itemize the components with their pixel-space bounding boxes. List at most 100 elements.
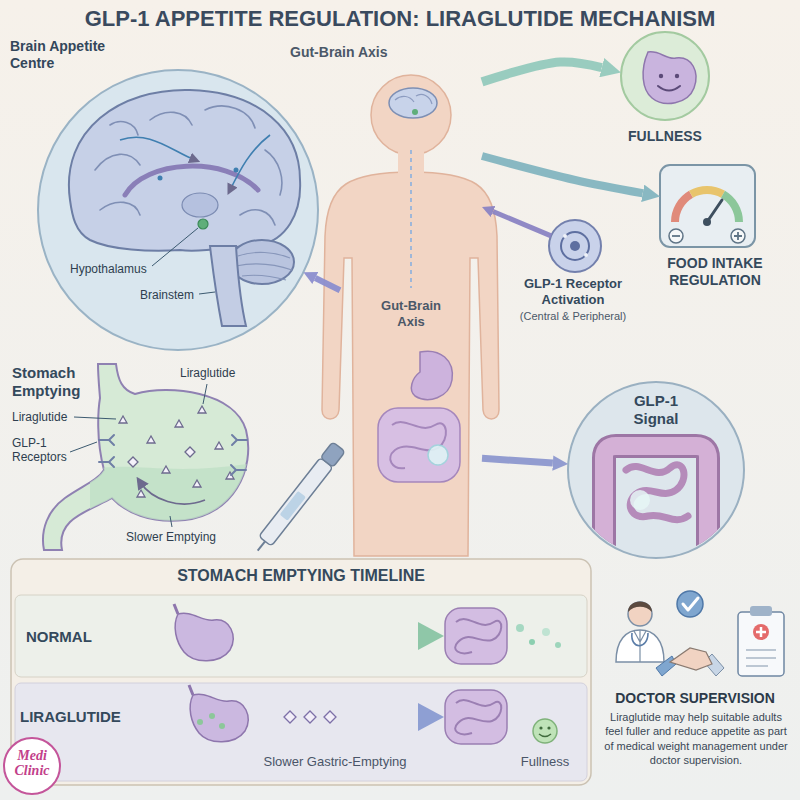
doctor-icons-part [677, 591, 703, 617]
appetite-gauge-part [672, 235, 680, 237]
brain-illustration-part [69, 90, 300, 251]
brain-illustration-part [236, 252, 292, 280]
part-label-box: Hypothalamus [70, 262, 160, 276]
timeline-band: LIRAGLUTIDE Slower Gastric-Emptying Fullne… [14, 682, 588, 782]
doctor-icons-part [670, 648, 712, 670]
section-heading: DOCTOR SUPERVISION [596, 690, 794, 707]
brain-circle: Brain Appetite Centre [8, 36, 326, 354]
timeline-panel-text-box: STOMACH EMPTYING TIMELINE [10, 566, 592, 585]
timeline-normal-row-part [516, 624, 524, 632]
receptor-circle-text: (Central & Peripheral) [506, 310, 640, 323]
timeline-liraglutide-row-part [284, 711, 336, 723]
timeline-band-outline [14, 594, 588, 678]
appetite-gauge-part [669, 229, 683, 243]
brain-illustration-part [182, 193, 218, 217]
doctor-icons-part [628, 602, 652, 626]
doctor-icons-part [746, 650, 776, 666]
note-text-box: Liraglutide may help suitable adults fee… [600, 710, 792, 767]
connector-arrow [482, 458, 553, 463]
timeline-liraglutide-row-part [455, 700, 501, 734]
timeline-liraglutide-row-part [539, 734, 551, 737]
brain-illustration-part-part [95, 154, 140, 170]
injection-pen-part [280, 491, 306, 521]
timeline-liraglutide-row-part [445, 690, 507, 744]
timeline-normal-row-part [555, 642, 561, 648]
doctor-icons-part [738, 612, 784, 676]
fullness-icon-text: FULLNESS [610, 128, 720, 145]
brain-illustration-part-part [265, 150, 282, 195]
fullness-stomach-icon [643, 52, 696, 104]
timeline-panel: STOMACH EMPTYING TIMELINE NORMAL LIRAGLUTI… [10, 558, 592, 786]
brain-illustration-part-part [205, 106, 255, 128]
signal-circle: GLP-1 Signal [566, 380, 746, 560]
timeline-band-text: NORMAL [26, 628, 116, 646]
doctor-icons-part [628, 602, 652, 613]
timeline-band-text-box: Fullness [510, 754, 580, 770]
brain-illustration-part-part [236, 264, 292, 270]
fullness-icon: FULLNESS [610, 28, 720, 153]
drug-label-box: Liraglutide [180, 366, 252, 380]
stomach-shape-text-box: Stomach Emptying [12, 364, 92, 400]
receptor-label: GLP-1 Receptors [12, 436, 84, 465]
doctor-icons-part [756, 627, 766, 637]
doctor-icons-part [753, 624, 769, 640]
timeline-band-text-box: NORMAL [26, 628, 116, 646]
timeline-band-text: Slower Gastric-Emptying [240, 754, 430, 770]
brain-illustration-part [158, 176, 163, 181]
body-figure-outline-part [322, 172, 499, 556]
timeline-band-outline-part [15, 683, 587, 781]
brain-illustration-part [230, 240, 294, 284]
appetite-gauge-part [703, 218, 711, 226]
drug-label: Liraglutide [12, 410, 88, 424]
timeline-liraglutide-row-part [219, 723, 225, 729]
connector-arrow [482, 156, 643, 193]
brain-illustration-part [95, 106, 282, 225]
receptor-icon-part [584, 253, 588, 257]
injection-pen-part [258, 541, 265, 550]
stomach-contents-part-part [90, 462, 260, 560]
stomach-contents-part-part [231, 465, 246, 475]
brain-circle-text-box: Brain Appetite Centre [10, 38, 122, 72]
timeline-liraglutide-row-part [539, 726, 542, 729]
stomach-contents-part [90, 462, 260, 560]
body-figure: Gut-Brain Axis [340, 70, 482, 556]
food-intake-gauge-text-box: FOOD INTAKE REGULATION [640, 255, 790, 289]
timeline-normal-row-part [542, 628, 550, 636]
brain-illustration-part [234, 168, 239, 173]
timeline-normal-row-part [110, 629, 420, 643]
note-text: Liraglutide may help suitable adults fee… [600, 710, 792, 767]
timeline-band-text-box: Slower Gastric-Emptying [240, 754, 430, 770]
timeline-band-text-box: LIRAGLUTIDE [20, 708, 144, 726]
body-figure-text-box: Gut-Brain Axis [369, 298, 453, 329]
brain-illustration-part [125, 166, 258, 195]
part-label-box: Brainstem [140, 288, 210, 302]
timeline-normal-row-part [445, 608, 507, 664]
brain-circle-outline [8, 36, 326, 354]
head-brain-part [412, 109, 418, 115]
clinic-logo-outline-part [4, 738, 60, 794]
stomach-contents-part-part [70, 442, 97, 452]
gut-illustration-part [428, 445, 448, 465]
axis-label-box: Gut-Brain Axis [290, 44, 402, 61]
timeline-panel-text: STOMACH EMPTYING TIMELINE [10, 566, 592, 585]
doctor-icons-part [656, 656, 676, 676]
clinic-logo-text-box: Medi Clinic [7, 748, 57, 779]
injection-pen-part [259, 458, 333, 547]
doctor-icons-part [750, 606, 772, 616]
brain-illustration-part-part [240, 210, 275, 225]
body-figure-outline-part [398, 146, 424, 180]
timeline-band-text: Fullness [510, 754, 580, 770]
timeline-panel-outline [10, 558, 592, 786]
stomach-contents-part-part [193, 480, 201, 487]
brain-circle-outline-part [38, 70, 318, 350]
brain-circle-text: Brain Appetite Centre [10, 38, 122, 72]
stomach-contents-part-part [137, 490, 145, 497]
head-brain-part [395, 94, 432, 104]
stomach-contents-part [140, 482, 205, 504]
timeline-panel-outline-part [11, 559, 591, 785]
brain-illustration-part [198, 219, 208, 229]
title-box: GLP-1 APPETITE REGULATION: LIRAGLUTIDE M… [0, 6, 800, 32]
process-label-box: Slower Emptying [126, 530, 238, 544]
receptor-circle-text: GLP-1 Receptor Activation [506, 276, 640, 307]
timeline-liraglutide-row-part [533, 719, 557, 743]
